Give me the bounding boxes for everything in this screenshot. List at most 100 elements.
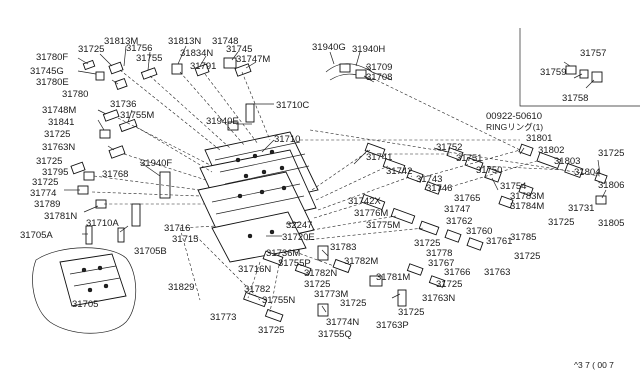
label-31716n: 31716N (238, 264, 271, 275)
footer-code: ^3 7 ( 00 7 (574, 360, 614, 370)
label-31829: 31829 (168, 282, 194, 293)
label-31751: 31751 (456, 153, 482, 164)
label-31705b: 31705B (134, 246, 167, 257)
label-31709: 31709 (366, 62, 392, 73)
inset-parts (565, 65, 603, 83)
label-31725: 31725 (514, 251, 540, 262)
label-31774: 31774 (30, 188, 56, 199)
label-32247: 32247 (286, 220, 312, 231)
label-31841: 31841 (48, 117, 74, 128)
label-31715: 31715 (172, 234, 198, 245)
label-31804: 31804 (574, 167, 600, 178)
label-31736m: 31736M (266, 248, 300, 259)
label-31725: 31725 (436, 279, 462, 290)
label-31741: 31741 (366, 152, 392, 163)
label-ring: RINGリング(1) (486, 122, 543, 132)
label-31795: 31795 (42, 167, 68, 178)
label-31781m: 31781M (376, 272, 410, 283)
label-31725: 31725 (304, 279, 330, 290)
label-31755m: 31755M (120, 110, 154, 121)
label-31747m: 31747M (236, 54, 270, 65)
label-31760: 31760 (466, 226, 492, 237)
label-31834n: 31834N (180, 48, 213, 59)
label-31705: 31705 (72, 299, 98, 310)
label-31782n: 31782N (304, 268, 337, 279)
label-31748: 31748 (212, 36, 238, 47)
small-parts-upper-left (70, 57, 255, 245)
label-31783m: 31783M (510, 191, 544, 202)
valve-spools-right (360, 142, 608, 251)
label-31763p: 31763P (376, 320, 409, 331)
label-31761: 31761 (486, 236, 512, 247)
label-31773: 31773 (210, 312, 236, 323)
label-31745: 31745 (226, 44, 252, 55)
label-31801: 31801 (526, 133, 552, 144)
label-31774n: 31774N (326, 317, 359, 328)
label-31759: 31759 (540, 67, 566, 78)
label-31758: 31758 (562, 93, 588, 104)
label-31755q: 31755Q (318, 329, 352, 340)
label-31940g: 31940G (312, 42, 346, 53)
label-31725: 31725 (548, 217, 574, 228)
label-31791: 31791 (190, 61, 216, 72)
label-31763n: 31763N (422, 293, 455, 304)
label-31802: 31802 (538, 145, 564, 156)
leader-lines (64, 45, 607, 313)
label-31784m: 31784M (510, 201, 544, 212)
label-31754: 31754 (500, 181, 526, 192)
oil-strainer (32, 247, 137, 334)
label-31775m: 31775M (366, 220, 400, 231)
label-31763: 31763 (484, 267, 510, 278)
label-31747: 31747 (444, 204, 470, 215)
label-31756: 31756 (126, 43, 152, 54)
label-31762: 31762 (446, 216, 472, 227)
label-31785: 31785 (510, 232, 536, 243)
label-31789: 31789 (34, 199, 60, 210)
label-31725: 31725 (598, 148, 624, 159)
label-31940h: 31940H (352, 44, 385, 55)
label-31780f: 31780F (36, 52, 68, 63)
label-31778: 31778 (426, 248, 452, 259)
label-31763n: 31763N (42, 142, 75, 153)
label-31940f: 31940F (140, 158, 172, 169)
label-31725: 31725 (78, 44, 104, 55)
label-31745g: 31745G (30, 66, 64, 77)
label-31813m: 31813M (104, 36, 138, 47)
label-31748m: 31748M (42, 105, 76, 116)
routing-dashed-lines (91, 69, 601, 313)
label-31725: 31725 (36, 156, 62, 167)
label-31813n: 31813N (168, 36, 201, 47)
label-31742x: 31742X (348, 196, 381, 207)
label-31806: 31806 (598, 180, 624, 191)
label-31765: 31765 (454, 193, 480, 204)
label-31716: 31716 (164, 223, 190, 234)
label-31725: 31725 (340, 298, 366, 309)
label-31736: 31736 (110, 99, 136, 110)
label-31731: 31731 (568, 203, 594, 214)
label-31782: 31782 (244, 284, 270, 295)
label-31773m: 31773M (314, 289, 348, 300)
label-31720e: 31720E (282, 232, 315, 243)
label-00922-50610: 00922-50610 (486, 111, 542, 122)
label-31725: 31725 (32, 177, 58, 188)
label-31781n: 31781N (44, 211, 77, 222)
label-31746: 31746 (426, 183, 452, 194)
label-31767: 31767 (428, 258, 454, 269)
label-31708: 31708 (366, 72, 392, 83)
label-31805: 31805 (598, 218, 624, 229)
label-31766: 31766 (444, 267, 470, 278)
label-31940e: 31940E (206, 116, 239, 127)
label-31782m: 31782M (344, 256, 378, 267)
valve-spools-lower (243, 245, 446, 323)
label-31725: 31725 (258, 325, 284, 336)
label-31768: 31768 (102, 169, 128, 180)
label-31710: 31710 (274, 134, 300, 145)
label-31776m: 31776M (354, 208, 388, 219)
label-31725: 31725 (414, 238, 440, 249)
label-31743: 31743 (416, 174, 442, 185)
label-31710a: 31710A (86, 218, 119, 229)
control-valve-body (197, 131, 319, 263)
label-31725: 31725 (44, 129, 70, 140)
